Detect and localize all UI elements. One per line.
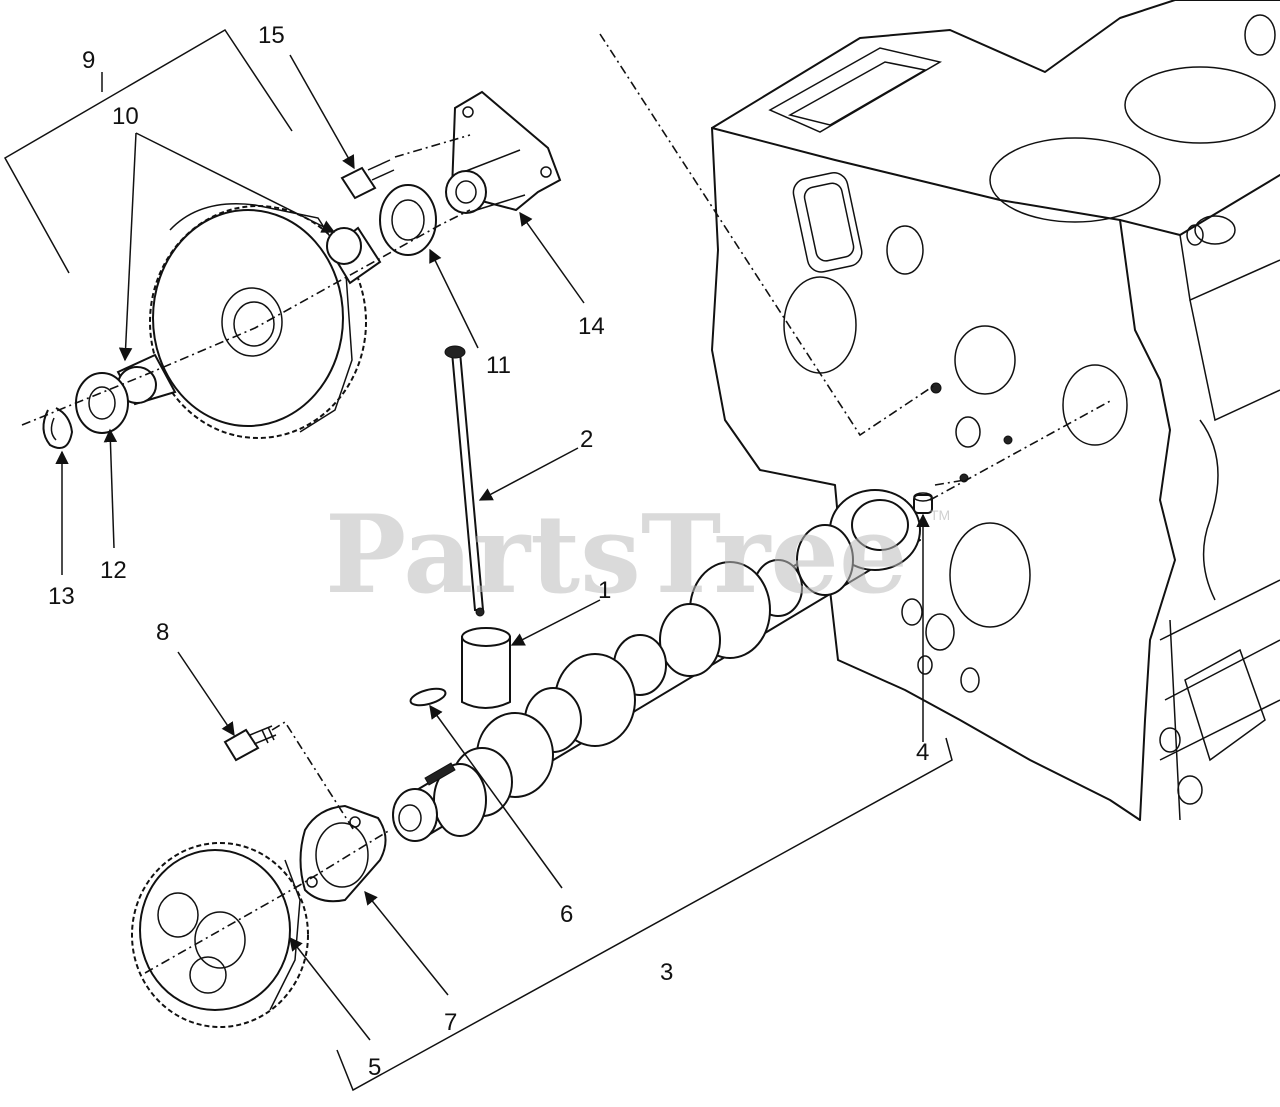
callout-9: 9 — [82, 47, 95, 74]
callout-15: 15 — [258, 22, 285, 49]
callout-13: 13 — [48, 583, 75, 610]
callout-3: 3 — [660, 959, 673, 986]
tappet — [461, 627, 511, 709]
watermark-trademark: TM — [930, 507, 950, 523]
thrust-washer-12 — [75, 372, 129, 434]
key — [409, 687, 447, 707]
callout-4: 4 — [916, 739, 929, 766]
cam-gear — [131, 842, 309, 1028]
plug — [913, 492, 933, 514]
callout-2: 2 — [580, 426, 593, 453]
callout-6: 6 — [560, 901, 573, 928]
idler-gear — [149, 203, 367, 439]
callout-14: 14 — [578, 313, 605, 340]
callout-leaders — [3, 28, 953, 1092]
push-rod — [444, 345, 485, 617]
callout-1: 1 — [598, 577, 611, 604]
callout-10: 10 — [112, 103, 139, 130]
callout-5: 5 — [368, 1054, 381, 1081]
assembly-axis-lines — [21, 33, 1113, 974]
bushing-front — [116, 353, 177, 406]
callout-7: 7 — [444, 1009, 457, 1036]
screw-8 — [223, 725, 277, 762]
camshaft — [392, 489, 921, 842]
thrust-washer-11 — [379, 184, 437, 256]
idler-shaft — [445, 90, 562, 214]
snap-ring — [42, 407, 74, 449]
watermark: PartsTree — [325, 492, 908, 618]
engine-block — [711, 0, 1280, 821]
bushing-rear — [326, 226, 382, 285]
screw-15 — [340, 159, 395, 200]
thrust-plate — [299, 804, 387, 903]
callout-12: 12 — [100, 557, 127, 584]
callout-11: 11 — [486, 352, 511, 379]
callout-8: 8 — [156, 619, 169, 646]
